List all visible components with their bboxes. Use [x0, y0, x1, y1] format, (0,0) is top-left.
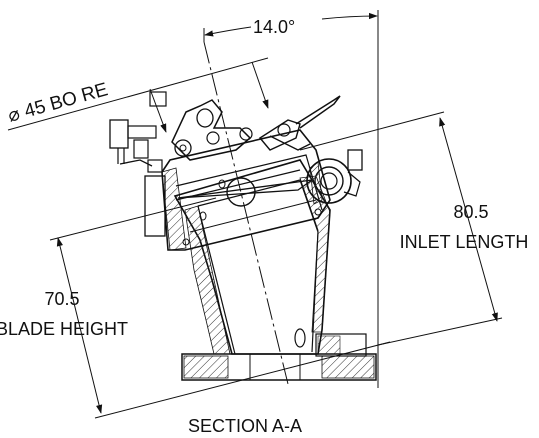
upper-housing — [144, 129, 331, 251]
bore-arrow-right — [251, 61, 269, 109]
bore-dimension-text: 45 BO RE — [22, 79, 110, 122]
blade-height-label: BLADE HEIGHT — [0, 319, 128, 339]
bore-diameter-symbol: ⌀ — [6, 104, 23, 127]
angle-dimension: 14.0° — [203, 10, 379, 388]
centerlines — [203, 41, 289, 385]
tapered-duct — [173, 159, 331, 355]
section-caption: SECTION A-A — [188, 416, 302, 436]
bore-arrow-left — [149, 88, 167, 133]
side-fitting — [306, 149, 363, 205]
drain-slot — [294, 328, 306, 348]
inlet-length-dimension: 80.5 INLET LENGTH — [299, 111, 529, 346]
inlet-extension-top — [299, 111, 445, 151]
blade-height-value: 70.5 — [44, 289, 79, 309]
angle-value: 14.0° — [253, 17, 295, 37]
angle-arrow-right — [321, 12, 378, 20]
inlet-extension-bottom — [377, 317, 503, 346]
blade-extension-top — [49, 197, 217, 241]
inlet-length-value: 80.5 — [453, 202, 488, 222]
inlet-length-label: INLET LENGTH — [400, 232, 529, 252]
axis-centerline — [203, 41, 289, 385]
blade-dimension-line — [56, 237, 103, 414]
bore-dimension: ⌀ 45 BO RE — [6, 57, 269, 133]
part-section — [109, 41, 377, 385]
bore-leader-line — [7, 57, 269, 131]
angle-arrow-left — [204, 26, 252, 37]
inlet-dimension-line — [439, 117, 498, 322]
linkage-mechanism — [109, 91, 341, 173]
side-bracket — [144, 175, 166, 237]
